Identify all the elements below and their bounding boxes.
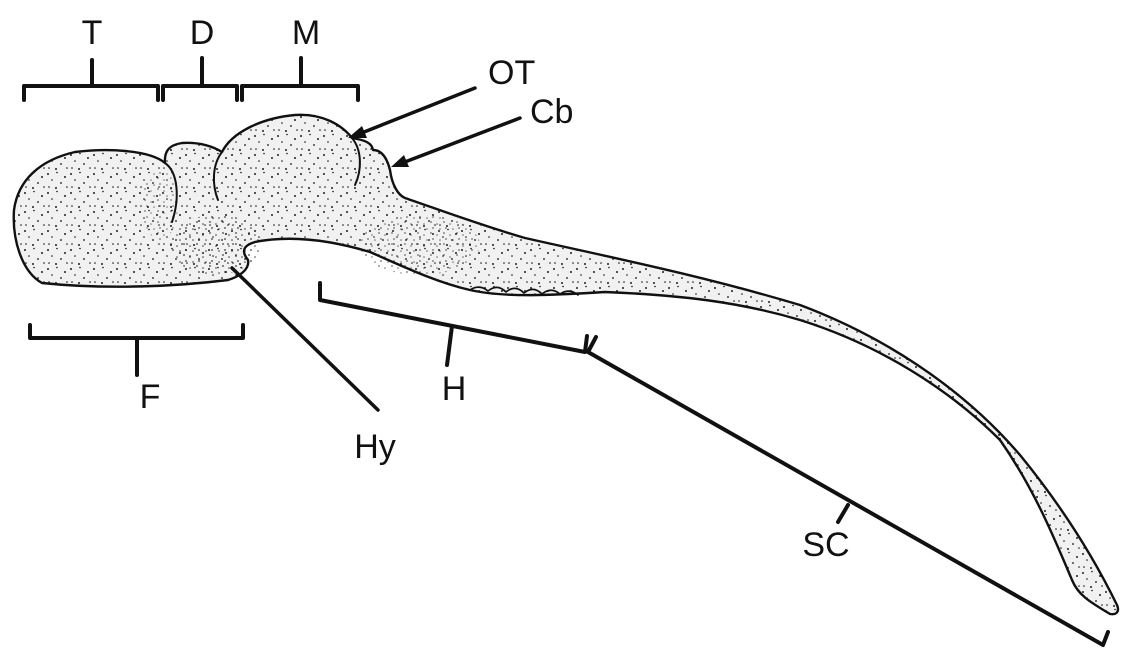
label-h: H [442,370,467,408]
pointer-line-hypothalamus [230,266,380,412]
arrow-optic-tectum [348,86,477,138]
bracket-telencephalon [22,58,160,102]
bracket-hindbrain [318,281,589,367]
label-sc: SC [802,526,849,564]
label-m: M [292,14,320,52]
label-ot: OT [488,54,535,92]
arrow-cerebellum [391,116,522,167]
bracket-diencephalon [161,56,239,102]
label-d: D [190,14,215,52]
embryo-body [12,113,1120,616]
bracket-spinal-cord [586,335,1110,647]
label-f: F [140,378,161,416]
label-hy: Hy [354,428,396,466]
bracket-midbrain [240,56,360,102]
label-cb: Cb [530,93,573,131]
label-t: T [82,14,103,52]
bracket-forebrain [28,323,245,377]
